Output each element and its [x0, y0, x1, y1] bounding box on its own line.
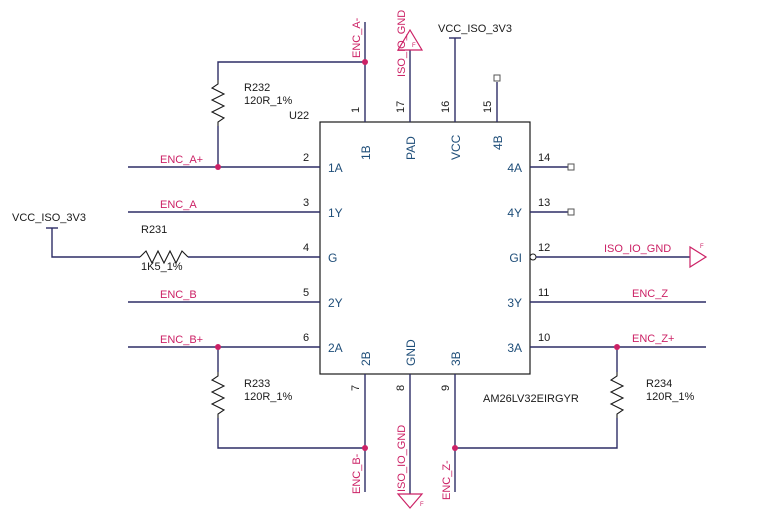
pin-name-1b: 1B	[359, 145, 373, 160]
r233-value: 120R_1%	[244, 391, 293, 403]
junction-enc-z-minus	[452, 445, 458, 451]
pin-name-3b: 3B	[449, 351, 463, 366]
net-label-enc-a-plus: ENC_A+	[160, 154, 203, 166]
net-label-iso-gnd-top: ISO_IO_GND	[396, 10, 408, 77]
r232-designator: R232	[244, 82, 270, 94]
pin-name-4a: 4A	[507, 161, 522, 175]
pin-number-13: 13	[538, 197, 550, 209]
pin-number-8: 8	[395, 385, 407, 391]
pin-number-17: 17	[395, 101, 407, 113]
r231-designator: R231	[141, 224, 167, 236]
pin-name-gi: GI	[509, 251, 522, 265]
pin-number-7: 7	[350, 385, 362, 391]
svg-text:F: F	[412, 43, 416, 49]
pin-number-11: 11	[538, 287, 549, 299]
resistor-r233	[210, 372, 226, 418]
net-label-enc-b-minus: ENC_B-	[351, 453, 363, 494]
pin-name-4b: 4B	[491, 135, 505, 150]
junction-enc-a-minus	[362, 59, 368, 65]
pin-number-12: 12	[538, 242, 550, 254]
pin-name-g: G	[328, 251, 337, 265]
vcc-label-left: VCC_ISO_3V3	[12, 212, 86, 224]
junction-enc-z-plus	[614, 344, 620, 350]
net-label-iso-gnd-right: ISO_IO_GND	[604, 243, 671, 255]
net-label-enc-z-plus: ENC_Z+	[632, 333, 675, 345]
ic-designator: U22	[289, 110, 309, 122]
net-label-enc-z-minus: ENC_Z-	[441, 460, 453, 500]
net-label-enc-b: ENC_B	[160, 289, 197, 301]
pin-number-6: 6	[303, 332, 309, 344]
wire-r232-top	[217, 61, 365, 80]
svg-text:F: F	[420, 502, 424, 508]
pin-number-15: 15	[482, 101, 494, 113]
ic-body	[319, 121, 531, 375]
pin-name-pad: PAD	[404, 136, 418, 160]
ground-symbol-bottom: F	[396, 493, 424, 509]
vcc-label-top: VCC_ISO_3V3	[438, 23, 512, 35]
pin-number-10: 10	[538, 332, 550, 344]
pin-name-1a: 1A	[328, 161, 343, 175]
wire-r233-bottom	[217, 418, 365, 449]
pin-name-3a: 3A	[507, 341, 522, 355]
pin-end-4b	[493, 74, 501, 82]
junction-enc-b-minus	[362, 445, 368, 451]
pin-number-2: 2	[303, 152, 309, 164]
resistor-r231	[139, 249, 189, 265]
pin-name-2a: 2A	[328, 341, 343, 355]
wire-r231-vcc	[51, 228, 140, 258]
r234-designator: R234	[646, 378, 672, 390]
net-label-enc-z: ENC_Z	[632, 288, 668, 300]
pin-name-vcc: VCC	[449, 134, 463, 160]
pin-name-4y: 4Y	[507, 206, 522, 220]
r231-value: 1K5_1%	[141, 261, 183, 273]
ic-part-number: AM26LV32EIRGYR	[483, 393, 579, 405]
resistor-r234	[609, 372, 625, 418]
net-label-enc-b-plus: ENC_B+	[160, 334, 203, 346]
net-label-enc-a-minus: ENC_A-	[351, 17, 363, 58]
pin-number-4: 4	[303, 242, 309, 254]
pin-number-9: 9	[440, 385, 452, 391]
ground-symbol-top: F	[396, 28, 424, 51]
inverting-bubble	[529, 253, 537, 261]
pin-name-gnd: GND	[404, 339, 418, 366]
pin-name-2y: 2Y	[328, 296, 343, 310]
pin-number-3: 3	[303, 197, 309, 209]
svg-text:F: F	[700, 244, 704, 250]
r233-designator: R233	[244, 378, 270, 390]
r232-value: 120R_1%	[244, 95, 293, 107]
pin-name-1y: 1Y	[328, 206, 343, 220]
pin-name-2b: 2B	[359, 351, 373, 366]
pin-number-1: 1	[350, 107, 362, 113]
junction-enc-b-plus	[215, 344, 221, 350]
pin-number-14: 14	[538, 152, 550, 164]
net-label-enc-a: ENC_A	[160, 199, 197, 211]
net-label-iso-gnd-bottom: ISO_IO_GND	[396, 425, 408, 492]
pin-number-5: 5	[303, 287, 309, 299]
resistor-r232	[210, 80, 226, 126]
r234-value: 120R_1%	[646, 391, 695, 403]
pin-end-4y	[567, 208, 575, 216]
ground-symbol-right: F	[689, 244, 708, 269]
pin-name-3y: 3Y	[507, 296, 522, 310]
wire-r234-bottom	[455, 418, 618, 449]
pin-number-16: 16	[440, 101, 452, 113]
pin-end-4a	[567, 163, 575, 171]
junction-enc-a-plus	[215, 164, 221, 170]
